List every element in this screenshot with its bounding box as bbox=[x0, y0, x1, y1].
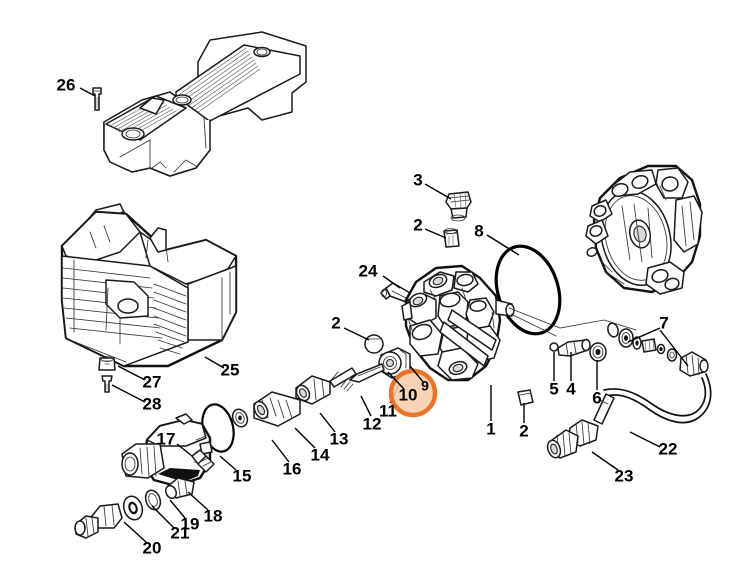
callout-27: 27 bbox=[143, 372, 162, 391]
part-screw-short-28 bbox=[101, 375, 113, 393]
callout-23: 23 bbox=[615, 466, 634, 485]
part-pump-housing-1 bbox=[401, 264, 515, 382]
callout-15: 15 bbox=[233, 466, 252, 485]
callout-2c: 2 bbox=[519, 421, 528, 440]
callout-7: 7 bbox=[659, 313, 668, 332]
leader-10 bbox=[387, 371, 405, 390]
callout-22: 22 bbox=[659, 439, 678, 458]
part-ball-5 bbox=[549, 342, 559, 352]
callout-6: 6 bbox=[592, 388, 601, 407]
part-screw-long-26 bbox=[92, 87, 102, 111]
part-o-ring-8 bbox=[494, 244, 562, 336]
part-spring-small-11 bbox=[329, 367, 357, 392]
part-connector-20 bbox=[74, 503, 123, 539]
part-pump-cover-15 bbox=[121, 413, 213, 488]
callout-1: 1 bbox=[486, 419, 495, 438]
part-fitting-18 bbox=[164, 477, 195, 500]
part-valve-body-12 bbox=[295, 375, 331, 405]
part-pin-10 bbox=[349, 363, 385, 383]
part-crankcase-housing bbox=[585, 164, 703, 295]
part-nipple-4 bbox=[557, 338, 591, 357]
callout-12: 12 bbox=[363, 414, 382, 433]
callout-16: 16 bbox=[283, 459, 302, 478]
callout-24: 24 bbox=[359, 261, 378, 280]
callout-2b: 2 bbox=[331, 313, 340, 332]
part-valve-assembly-7 bbox=[508, 307, 709, 377]
part-cylinder-shroud-25 bbox=[60, 203, 238, 368]
part-screw-17 bbox=[191, 449, 215, 473]
callout-11: 11 bbox=[379, 401, 397, 420]
part-seal-ring-19 bbox=[144, 489, 162, 511]
part-grommet-27 bbox=[98, 356, 116, 371]
callout-labels: 26 3 2 8 24 2 7 25 27 5 4 28 11 6 12 1 2… bbox=[57, 75, 678, 557]
callout-26: 26 bbox=[57, 75, 76, 94]
callout-17: 17 bbox=[157, 429, 176, 448]
callout-3: 3 bbox=[413, 170, 422, 189]
part-hose-22 bbox=[593, 373, 712, 425]
part-plug-2a bbox=[443, 228, 460, 248]
callout-9: 9 bbox=[421, 378, 429, 394]
part-hose-coupling-23 bbox=[546, 419, 599, 459]
callout-14: 14 bbox=[311, 445, 330, 464]
part-plug-2b bbox=[364, 334, 384, 354]
part-top-cover bbox=[103, 31, 307, 177]
leader-9 bbox=[409, 365, 425, 384]
part-piston-guide-9 bbox=[378, 347, 411, 379]
part-washer-6 bbox=[589, 342, 607, 362]
part-plug-2c bbox=[517, 389, 534, 406]
part-washer-small-14 bbox=[231, 408, 249, 428]
callout-19: 19 bbox=[181, 514, 200, 533]
callout-13: 13 bbox=[330, 429, 349, 448]
part-filler-cap-3 bbox=[445, 191, 472, 222]
callout-21: 21 bbox=[171, 523, 190, 542]
leader-lines bbox=[79, 87, 689, 543]
callout-4: 4 bbox=[566, 379, 576, 398]
part-spring-sleeve-13 bbox=[253, 391, 301, 427]
callout-20: 20 bbox=[143, 538, 162, 557]
callout-28: 28 bbox=[143, 394, 162, 413]
callout-2a: 2 bbox=[413, 215, 422, 234]
part-washer-flat-21 bbox=[122, 495, 144, 521]
callout-25: 25 bbox=[221, 360, 240, 379]
callout-8: 8 bbox=[474, 221, 483, 240]
callout-18: 18 bbox=[204, 506, 223, 525]
callout-5: 5 bbox=[549, 379, 558, 398]
callout-10: 10 bbox=[399, 385, 418, 404]
